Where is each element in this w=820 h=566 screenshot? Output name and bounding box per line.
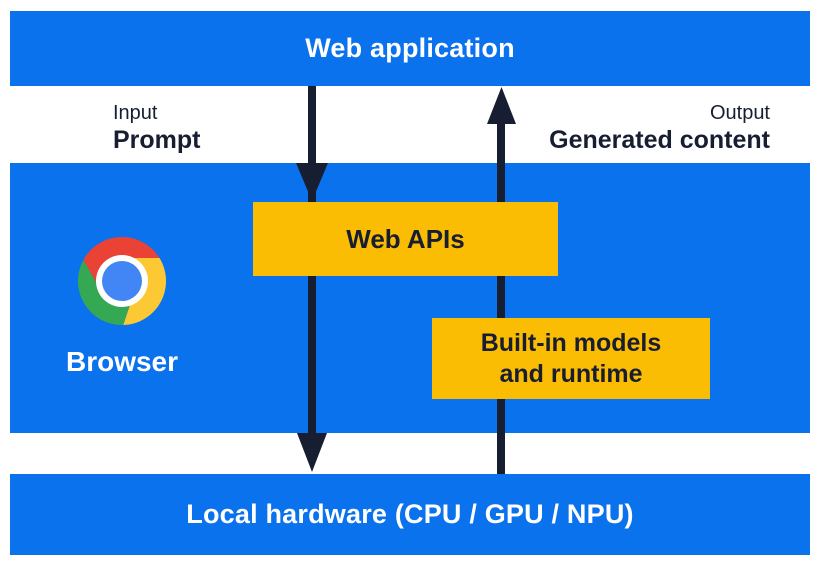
web-apis-box: Web APIs — [253, 202, 558, 276]
input-prompt-labels: Input Prompt — [113, 100, 201, 155]
web-application-band: Web application — [10, 11, 810, 86]
builtin-models-line2: and runtime — [499, 359, 643, 388]
output-title: Output — [709, 102, 770, 124]
input-title: Input — [113, 102, 158, 124]
down-arrow-head-bottom-icon — [297, 433, 327, 472]
web-apis-label: Web APIs — [346, 223, 465, 254]
builtin-models-line1: Built-in models — [480, 328, 662, 357]
local-hardware-label: Local hardware (CPU / GPU / NPU) — [186, 499, 634, 529]
local-hardware-band: Local hardware (CPU / GPU / NPU) — [10, 474, 810, 555]
up-arrow-head-top-icon — [487, 87, 516, 124]
chrome-logo-icon — [77, 236, 167, 326]
input-value: Prompt — [113, 126, 201, 154]
builtin-models-box: Built-in models and runtime — [432, 318, 710, 399]
browser-label: Browser — [65, 346, 179, 377]
output-labels: Output Generated content — [549, 100, 770, 155]
web-application-label: Web application — [305, 33, 515, 63]
builtin-models-label: Built-in models and runtime — [481, 328, 662, 390]
output-value: Generated content — [549, 126, 770, 154]
